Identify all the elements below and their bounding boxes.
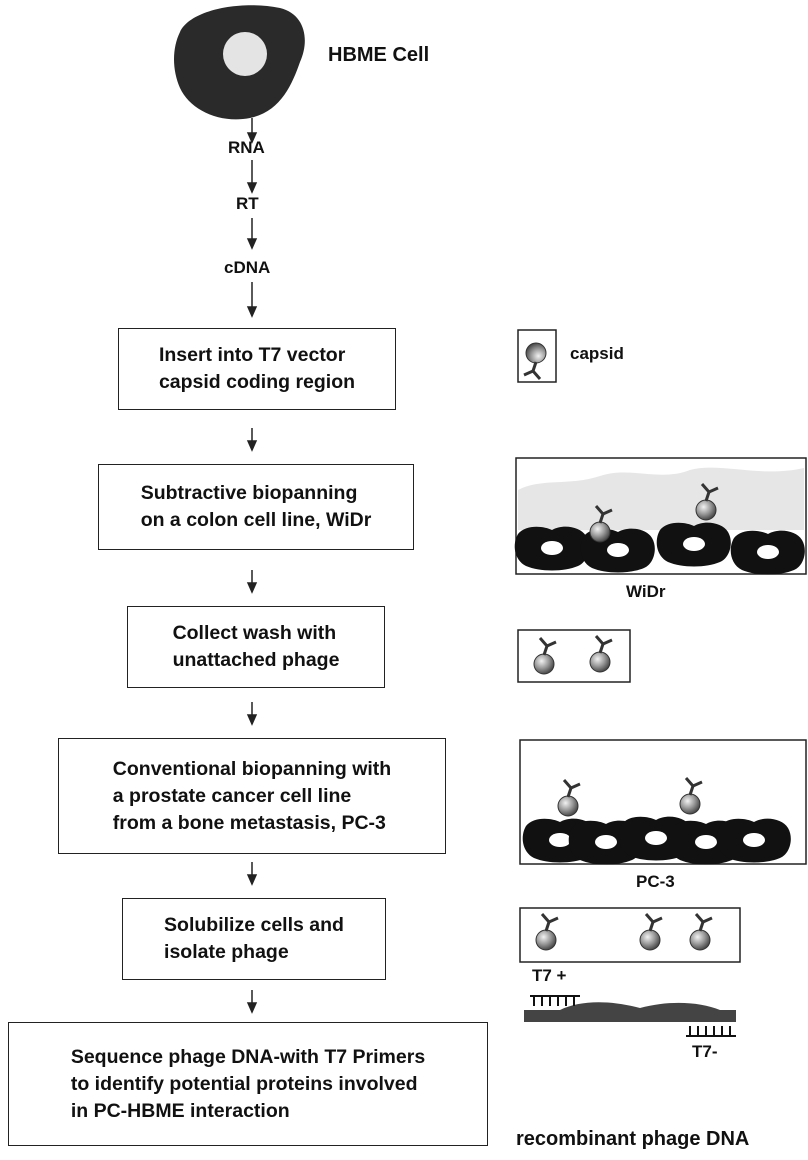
isolated-phage-panel xyxy=(519,907,741,963)
pc3-label: PC-3 xyxy=(636,872,675,891)
box-line: to identify potential proteins involved xyxy=(70,1072,418,1095)
widr-label: WiDr xyxy=(626,582,666,601)
box-line: from a bone metastasis, PC-3 xyxy=(112,811,386,834)
widr-panel xyxy=(514,457,807,575)
box-line: a prostate cancer cell line xyxy=(112,784,352,807)
capsid-legend-icon xyxy=(517,329,557,383)
hbme-cell-label: HBME Cell xyxy=(328,44,430,66)
recombinant-dna-graphic xyxy=(524,995,736,1037)
box-line: on a colon cell line, WiDr xyxy=(140,509,372,531)
step-box-sequence: Sequence phage DNA-with T7 Primers to ide… xyxy=(8,1022,488,1146)
dna-label: recombinant phage DNA xyxy=(516,1128,750,1150)
pc3-panel xyxy=(519,739,807,865)
box-line: isolate phage xyxy=(164,941,289,963)
step-box-subtractive: Subtractive biopanning on a colon cell li… xyxy=(98,464,414,550)
box-line: Solubilize cells and xyxy=(164,914,344,936)
box-line: Insert into T7 vector xyxy=(158,344,346,366)
step-box-conventional: Conventional biopanning with a prostate c… xyxy=(58,738,446,854)
t7-minus-label: T7- xyxy=(692,1042,718,1061)
flow-arrows xyxy=(246,118,258,1014)
step-cdna: cDNA xyxy=(224,258,271,277)
step-box-insert: Insert into T7 vector capsid coding regio… xyxy=(118,328,396,410)
box-line: Collect wash with xyxy=(172,622,337,644)
unattached-phage-panel xyxy=(517,629,631,683)
box-line: capsid coding region xyxy=(158,371,356,393)
t7-plus-label: T7 + xyxy=(532,966,567,985)
box-line: Subtractive biopanning xyxy=(140,482,358,504)
step-box-solubilize: Solubilize cells and isolate phage xyxy=(122,898,386,980)
box-line: unattached phage xyxy=(172,649,340,671)
box-line: Sequence phage DNA-with T7 Primers xyxy=(70,1045,426,1068)
step-box-collect: Collect wash with unattached phage xyxy=(127,606,385,688)
capsid-label: capsid xyxy=(570,344,624,363)
box-line: Conventional biopanning with xyxy=(112,757,392,780)
hbme-cell-icon xyxy=(174,5,305,120)
step-rt: RT xyxy=(236,194,259,213)
box-line: in PC-HBME interaction xyxy=(70,1099,290,1122)
step-rna: RNA xyxy=(228,138,265,157)
